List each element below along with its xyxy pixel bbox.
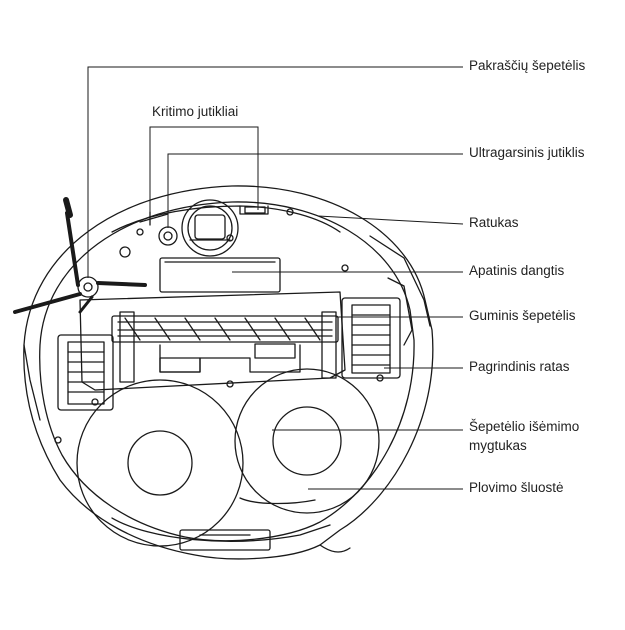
mop-pad-left — [76, 379, 244, 547]
leader-edge-brush — [87, 66, 463, 278]
robot-body-outline — [23, 185, 434, 560]
leader-cliff-sensors — [149, 126, 259, 212]
label-main-wheel: Pagrindinis ratas — [469, 359, 570, 374]
rubber-brush-assembly — [79, 291, 346, 391]
screws — [54, 264, 384, 444]
inner-plate — [111, 205, 341, 258]
main-wheel-left — [57, 334, 114, 411]
leader-lines — [87, 66, 464, 490]
label-bottom-cover: Apatinis dangtis — [469, 263, 565, 278]
edge-brush — [13, 197, 147, 314]
label-cliff-sensors: Kritimo jutikliai — [152, 104, 239, 119]
label-ultrasonic-sensor: Ultragarsinis jutiklis — [469, 145, 585, 160]
bottom-cover — [159, 257, 281, 293]
caster-wheel — [181, 199, 239, 257]
label-caster-wheel: Ratukas — [469, 215, 519, 230]
label-rubber-brush: Guminis šepetėlis — [469, 308, 576, 323]
leader-ultrasonic-sensor — [167, 153, 463, 228]
label-edge-brush: Pakraščių šepetėlis — [469, 58, 586, 73]
label-mop-pads: Plovimo šluostė — [469, 480, 564, 495]
label-brush-release-line2: mygtukas — [469, 438, 527, 453]
mop-pad-right — [234, 368, 380, 514]
label-brush-release-line1: Šepetėlio išėmimo — [469, 419, 580, 434]
leader-caster-wheel — [317, 215, 464, 225]
main-wheel-right — [341, 277, 413, 379]
rear-bumper — [111, 497, 331, 551]
